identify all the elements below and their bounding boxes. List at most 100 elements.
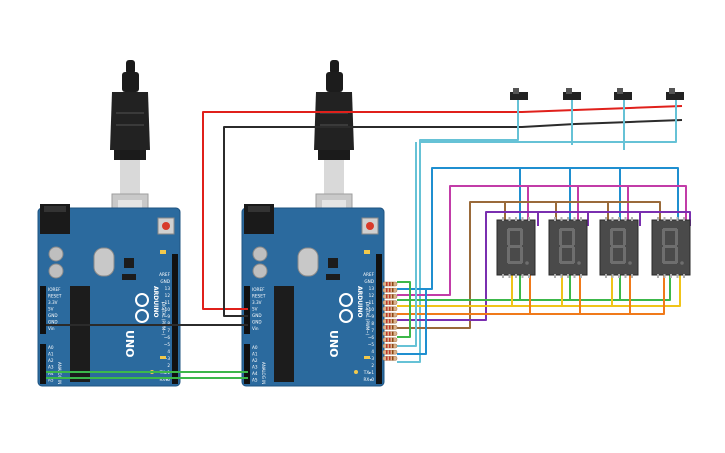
segment: [663, 245, 677, 248]
analog-pin-label: A3: [48, 365, 54, 370]
power-pin-label: 3.3V: [48, 300, 58, 305]
switch-2[interactable]: [563, 88, 581, 100]
resistor: [382, 287, 398, 293]
digital-pin-label: ~9: [164, 314, 171, 319]
digital-pin-label: RX◂0: [363, 377, 374, 382]
seven-segment-display-1[interactable]: [496, 217, 536, 278]
usb-cable-2: [314, 60, 354, 233]
resistor: [382, 306, 398, 312]
segment: [559, 247, 562, 263]
digital-pin-label: 7: [167, 328, 170, 333]
segment: [508, 261, 522, 264]
digital-pin-label: 12: [369, 293, 375, 298]
power-pin-label: GND: [252, 320, 262, 325]
digital-pin-label: AREF: [363, 272, 374, 277]
segment: [610, 247, 613, 263]
digital-pin-label: 13: [165, 286, 171, 291]
switch-1[interactable]: [510, 88, 528, 100]
segment: [560, 228, 574, 231]
capacitor-2a: [252, 246, 268, 262]
arduino-board-1[interactable]: ARDUINO DIGITAL (PWM~) UNO ANALOG IN IOR…: [37, 60, 181, 387]
digital-pin-label: ~5: [368, 342, 375, 347]
board-link-wires: [46, 105, 683, 379]
switch-3[interactable]: [614, 88, 632, 100]
segment: [611, 245, 625, 248]
analog-pin-label: A0: [48, 345, 54, 350]
resistor: [382, 343, 398, 349]
digital-pin-label: AREF: [159, 272, 170, 277]
header-top-label-2: DIGITAL (PWM~): [365, 302, 370, 336]
decimal-point: [577, 261, 581, 265]
power-pin-label: RESET: [48, 294, 62, 299]
segment: [675, 247, 678, 263]
digital-pin-label: 4: [167, 349, 170, 354]
power-pin-label: RESET: [252, 294, 266, 299]
analog-header-2: [244, 344, 250, 384]
decimal-point: [680, 261, 684, 265]
analog-header-1: [40, 344, 46, 384]
digital-pin-label: ~9: [368, 314, 375, 319]
analog-pin-label: A4: [48, 371, 54, 376]
arduino-board-2[interactable]: ARDUINO DIGITAL (PWM~) UNO ANALOG IN IOR…: [241, 60, 385, 387]
digital-pin-label: TX▸1: [363, 370, 375, 375]
analog-pin-label: A5: [252, 378, 258, 383]
segment: [611, 228, 625, 231]
segment: [572, 247, 575, 263]
analog-pin-label: A4: [252, 371, 258, 376]
power-pin-label: GND: [48, 313, 58, 318]
digital-pin-label: ~11: [161, 300, 170, 305]
segment: [520, 229, 523, 245]
digital-pin-label: ~10: [161, 307, 170, 312]
seven-segment-display-4[interactable]: [651, 217, 691, 278]
digital-header-2: [376, 254, 382, 384]
resistor: [382, 312, 398, 318]
capacitor-1b: [48, 263, 64, 279]
segment: [610, 229, 613, 245]
digital-pin-label: ~10: [365, 307, 374, 312]
segment: [508, 228, 522, 231]
switch-4[interactable]: [666, 88, 684, 100]
power-pin-label: Vin: [252, 326, 259, 331]
analog-pin-label: A1: [252, 352, 258, 357]
power-pin-label: 3.3V: [252, 300, 262, 305]
analog-pin-label: A3: [252, 365, 258, 370]
power-pin-label: 5V: [252, 307, 258, 312]
segment: [507, 247, 510, 263]
header-bottom-label-1: ANALOG IN: [57, 362, 62, 384]
digital-pin-label: ~6: [368, 335, 375, 340]
digital-pin-label: ~5: [164, 342, 171, 347]
arduino-logo-text-2: ARDUINO: [356, 286, 363, 317]
decimal-point: [525, 261, 529, 265]
atmega-chip-2: [274, 286, 294, 382]
seven-segment-display-2[interactable]: [548, 217, 588, 278]
power-pin-label: 5V: [48, 307, 54, 312]
power-pin-label: GND: [48, 320, 58, 325]
segment: [572, 229, 575, 245]
analog-pin-label: A5: [48, 378, 54, 383]
power-pin-label: Vin: [48, 326, 55, 331]
capacitor-2b: [252, 263, 268, 279]
seven-segment-display-3[interactable]: [599, 217, 639, 278]
digital-pin-label: GND: [364, 279, 374, 284]
segment: [559, 229, 562, 245]
capacitor-1a: [48, 246, 64, 262]
digital-pin-label: ~6: [164, 335, 171, 340]
segment: [520, 247, 523, 263]
digital-pin-label: 4: [371, 349, 374, 354]
atmega-chip-1: [70, 286, 90, 382]
resistor-array: [382, 281, 398, 361]
resistor: [382, 349, 398, 355]
resistor: [382, 318, 398, 324]
segment: [611, 261, 625, 264]
arduino-logo-text-1: ARDUINO: [152, 286, 159, 317]
crystal-1: [93, 247, 115, 277]
segment: [663, 228, 677, 231]
analog-pin-label: A0: [252, 345, 258, 350]
digital-pin-label: 7: [371, 328, 374, 333]
digital-header-1: [172, 254, 178, 384]
resistor: [382, 337, 398, 343]
segment: [508, 245, 522, 248]
